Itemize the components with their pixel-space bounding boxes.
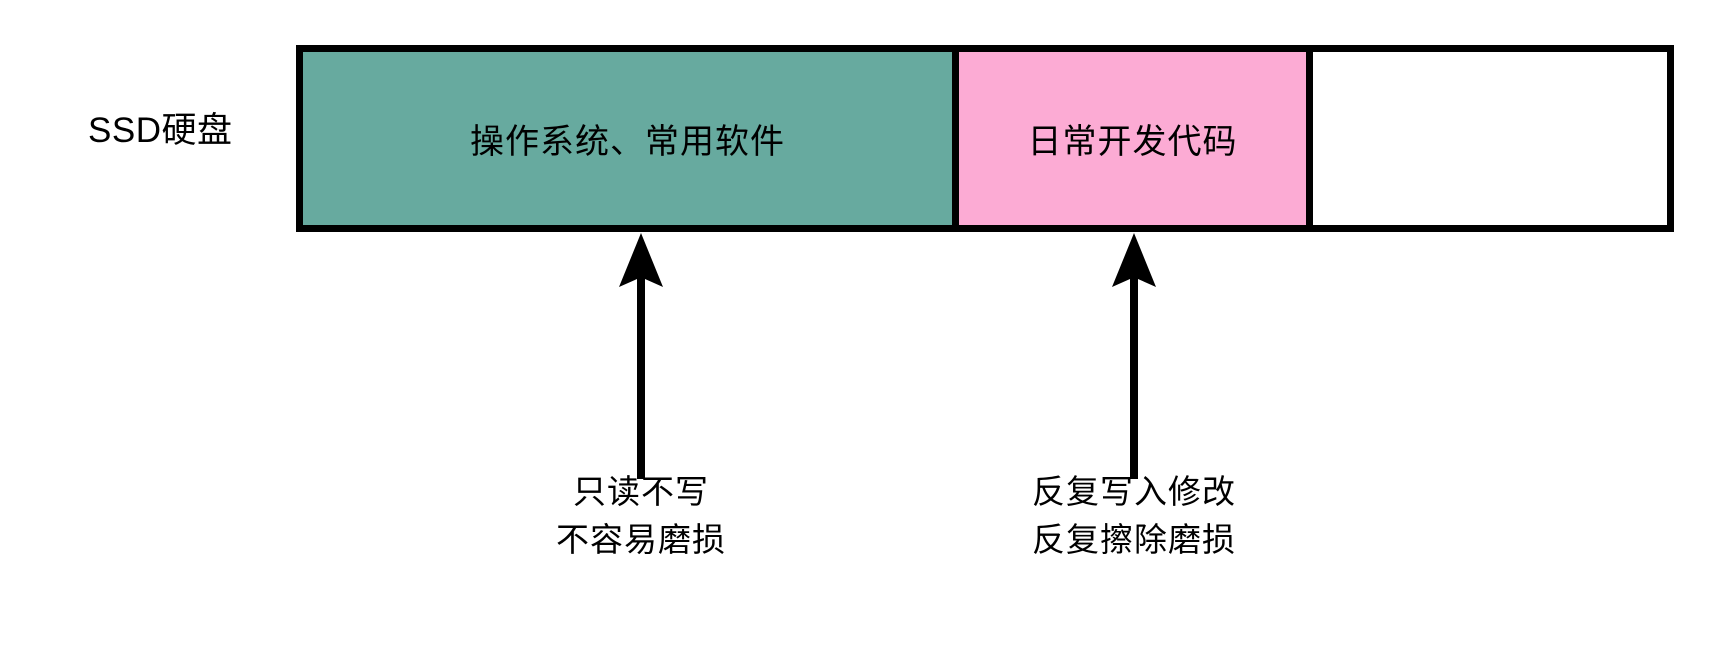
ssd-row-label: SSD硬盘 <box>88 111 233 150</box>
up-arrow-icon-rewrite <box>1104 231 1164 481</box>
segment-development-code: 日常开发代码 <box>959 52 1313 225</box>
annotation-readonly: 只读不写 不容易磨损 <box>441 468 841 564</box>
segment-operating-system-label: 操作系统、常用软件 <box>470 123 785 161</box>
annotation-rewrite: 反复写入修改 反复擦除磨损 <box>934 468 1334 564</box>
annotation-readonly-line-2: 不容易磨损 <box>556 521 726 558</box>
segment-free-space <box>1313 52 1667 225</box>
ssd-capacity-bar: 操作系统、常用软件 日常开发代码 <box>296 45 1674 232</box>
annotation-rewrite-line-1: 反复写入修改 <box>1032 473 1236 510</box>
segment-operating-system: 操作系统、常用软件 <box>303 52 959 225</box>
annotation-rewrite-line-2: 反复擦除磨损 <box>1032 521 1236 558</box>
up-arrow-icon-readonly <box>611 231 671 481</box>
segment-development-code-label: 日常开发代码 <box>1027 123 1238 161</box>
annotation-readonly-line-1: 只读不写 <box>573 473 709 510</box>
